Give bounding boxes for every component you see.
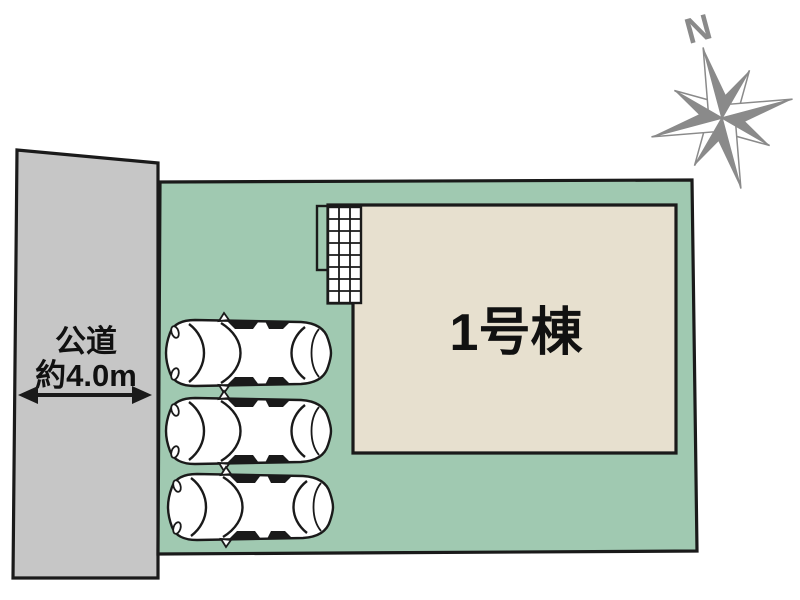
- road-area: [11, 148, 160, 580]
- entrance-grid: [326, 205, 363, 305]
- car-icon: [164, 389, 333, 473]
- car-icon: [166, 465, 335, 549]
- car-icon: [164, 311, 333, 395]
- compass-rose-icon: N: [651, 5, 793, 189]
- north-label: N: [680, 5, 716, 51]
- road-label-line1: 公道: [55, 324, 117, 359]
- road-label-line2: 約4.0m: [35, 358, 137, 393]
- parking-area: [164, 311, 335, 549]
- road-width-arrow: [18, 386, 152, 404]
- building-label: 1号棟: [450, 304, 584, 362]
